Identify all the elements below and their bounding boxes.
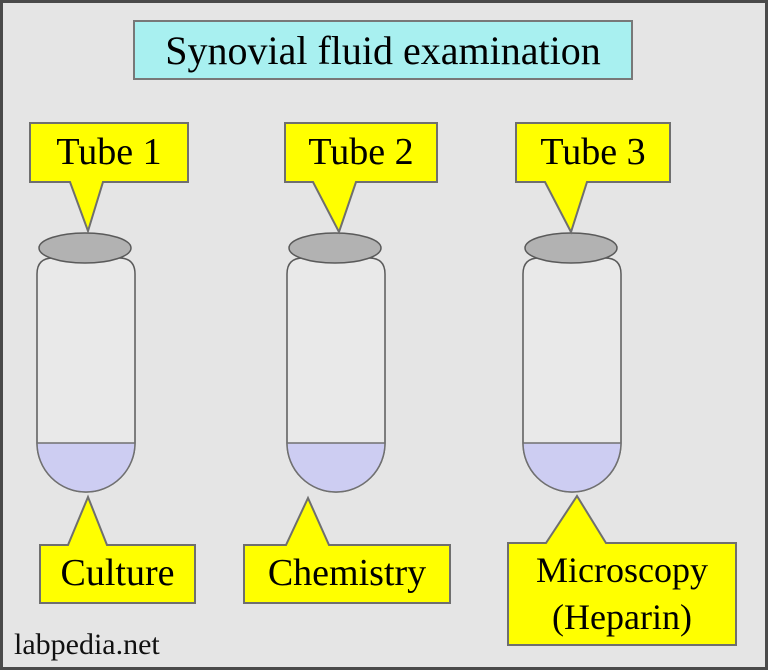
tube-1-cap — [38, 232, 132, 264]
tube-3-cap — [524, 232, 618, 264]
tube-1 — [36, 232, 136, 493]
tube-2-fluid — [286, 442, 386, 493]
watermark: labpedia.net — [14, 628, 160, 661]
callout-culture — [39, 494, 196, 604]
callout-tube-3 — [515, 122, 671, 235]
tube-2-cap — [288, 232, 382, 264]
tube-1-fluid — [36, 442, 136, 493]
page-title: Synovial fluid examination — [165, 27, 601, 73]
callout-chemistry — [243, 495, 451, 604]
title-box: Synovial fluid examination — [133, 20, 633, 80]
callout-microscopy — [507, 494, 737, 646]
tube-3-fluid — [522, 442, 622, 493]
callout-tube-1 — [29, 122, 189, 235]
tube-3 — [522, 232, 622, 493]
callout-tube-2 — [284, 122, 438, 235]
tube-2 — [286, 232, 386, 493]
